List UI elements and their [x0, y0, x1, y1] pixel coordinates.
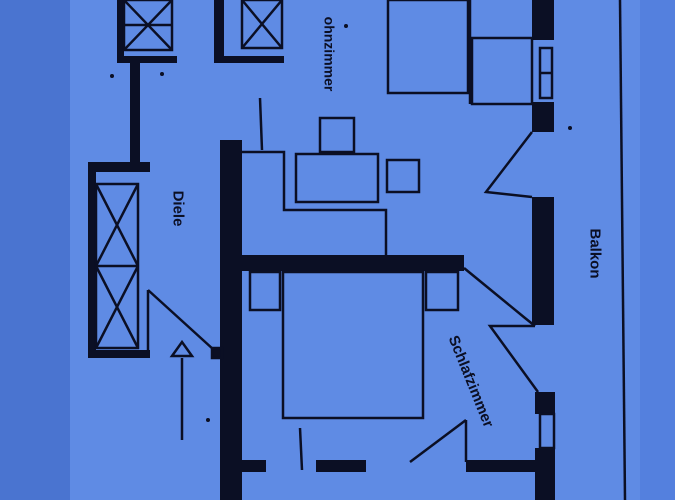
wall — [532, 0, 554, 40]
wall — [130, 60, 140, 170]
wall — [532, 197, 554, 325]
closet-icon — [94, 182, 140, 350]
closet-icon — [240, 0, 284, 50]
chair-icon — [318, 116, 356, 154]
armchair — [470, 36, 534, 106]
table-icon — [294, 152, 380, 204]
room-label-diele: Diele — [169, 190, 187, 227]
wall — [316, 460, 366, 472]
wall — [535, 448, 555, 500]
wall — [532, 102, 554, 132]
wall — [220, 140, 242, 500]
wall — [466, 460, 536, 472]
wall — [214, 56, 284, 63]
door-swing — [483, 131, 533, 199]
counter — [242, 150, 388, 255]
paper-right-edge — [640, 0, 675, 500]
wall — [88, 162, 96, 358]
paper-left-edge — [0, 0, 70, 500]
room-label-wohnzimmer: ohnzimmer — [321, 16, 338, 92]
window — [538, 412, 556, 450]
door-swing — [487, 324, 540, 393]
sofa — [386, 0, 470, 95]
wall — [535, 392, 555, 414]
wall — [117, 0, 124, 60]
chair-icon — [385, 158, 421, 194]
wall — [88, 350, 150, 358]
door-swing — [463, 267, 536, 327]
arrow-up-icon — [169, 339, 195, 440]
door-swing — [147, 289, 215, 351]
balcony-rail — [618, 0, 627, 500]
wall — [236, 460, 266, 472]
wall — [88, 162, 150, 172]
room-label-balkon: Balkon — [586, 228, 604, 279]
wall — [117, 56, 177, 63]
wall — [236, 255, 464, 271]
wall — [214, 0, 224, 63]
bed-icon — [248, 270, 460, 420]
closet-icon — [122, 0, 174, 52]
door-swing — [409, 419, 467, 463]
